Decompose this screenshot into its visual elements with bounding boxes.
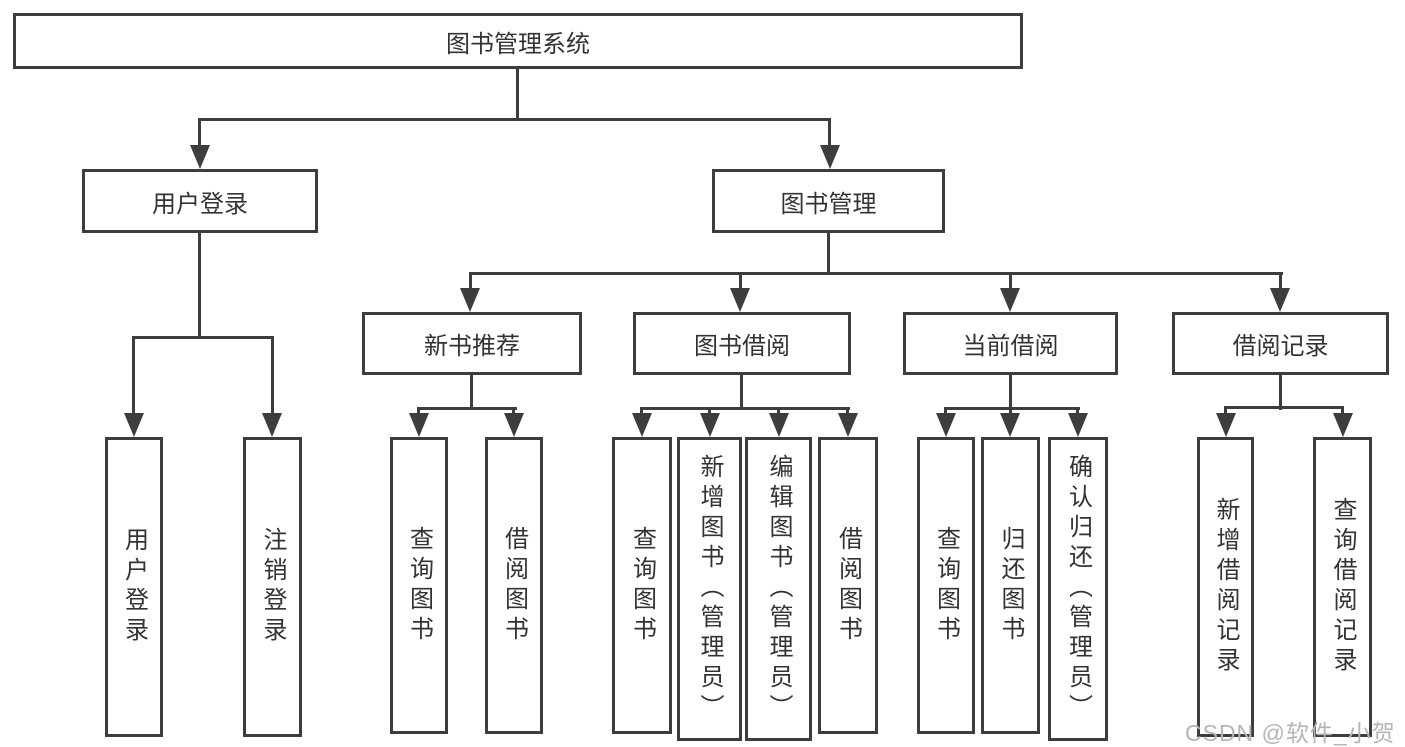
node-root-system: 图书管理系统 bbox=[13, 13, 1023, 69]
arrowhead-down-icon bbox=[1000, 288, 1020, 312]
arrowhead-down-icon bbox=[632, 413, 652, 437]
arrowhead-down-icon bbox=[1216, 413, 1236, 437]
connector-vline bbox=[1076, 407, 1079, 417]
node-leaf-user-login: 用户登录 bbox=[105, 437, 163, 737]
node-new-book-recommend: 新书推荐 bbox=[362, 312, 582, 375]
connector-vline bbox=[739, 272, 742, 292]
connector-hline bbox=[198, 118, 831, 121]
connector-vline bbox=[198, 118, 201, 148]
connector-vline bbox=[944, 407, 947, 417]
node-leaf-query-books-recommend: 查询图书 bbox=[390, 437, 448, 734]
connector-vline bbox=[1009, 407, 1012, 417]
connector-vline bbox=[1009, 375, 1012, 410]
connector-vline bbox=[516, 69, 519, 121]
node-book-management: 图书管理 bbox=[712, 169, 945, 233]
arrowhead-down-icon bbox=[1000, 413, 1020, 437]
connector-vline bbox=[708, 407, 711, 417]
connector-vline bbox=[417, 407, 420, 417]
node-current-borrow: 当前借阅 bbox=[903, 312, 1118, 375]
arrowhead-down-icon bbox=[460, 288, 480, 312]
arrowhead-down-icon bbox=[504, 413, 524, 437]
node-leaf-add-books-admin: 新增图书（管理员） bbox=[677, 437, 742, 741]
arrowhead-down-icon bbox=[124, 413, 144, 437]
connector-vline bbox=[132, 336, 135, 416]
connector-vline bbox=[1341, 406, 1344, 417]
node-book-borrow: 图书借阅 bbox=[633, 312, 851, 375]
arrowhead-down-icon bbox=[730, 288, 750, 312]
connector-vline bbox=[1224, 406, 1227, 417]
node-leaf-return-books: 归还图书 bbox=[981, 437, 1040, 734]
connector-vline bbox=[828, 118, 831, 148]
watermark: CSDN @软件_小贺同学 bbox=[1185, 720, 1396, 746]
connector-vline bbox=[1009, 272, 1012, 292]
connector-vline bbox=[1279, 375, 1282, 410]
arrowhead-down-icon bbox=[700, 413, 720, 437]
connector-hline bbox=[1224, 406, 1344, 409]
connector-vline bbox=[846, 407, 849, 417]
node-leaf-borrow-books: 借阅图书 bbox=[818, 437, 878, 734]
arrowhead-down-icon bbox=[769, 413, 789, 437]
connector-vline bbox=[470, 375, 473, 410]
node-leaf-query-books-current: 查询图书 bbox=[917, 437, 975, 734]
node-leaf-logout: 注销登录 bbox=[243, 437, 302, 737]
connector-hline bbox=[944, 407, 1080, 410]
connector-vline bbox=[512, 407, 515, 417]
connector-hline bbox=[132, 336, 274, 339]
connector-hline bbox=[469, 272, 1283, 275]
arrowhead-down-icon bbox=[820, 145, 840, 169]
connector-vline bbox=[1279, 272, 1282, 292]
connector-hline bbox=[640, 407, 850, 410]
node-leaf-query-borrow-record: 查询借阅记录 bbox=[1313, 437, 1372, 737]
arrowhead-down-icon bbox=[409, 413, 429, 437]
connector-vline bbox=[469, 272, 472, 292]
node-leaf-borrow-books-recommend: 借阅图书 bbox=[485, 437, 543, 734]
arrowhead-down-icon bbox=[838, 413, 858, 437]
connector-vline bbox=[827, 233, 830, 275]
connector-vline bbox=[271, 336, 274, 416]
node-leaf-query-books-borrow: 查询图书 bbox=[612, 437, 672, 734]
node-borrow-records: 借阅记录 bbox=[1172, 312, 1389, 375]
arrowhead-down-icon bbox=[936, 413, 956, 437]
node-leaf-add-borrow-record: 新增借阅记录 bbox=[1197, 437, 1254, 737]
connector-vline bbox=[740, 375, 743, 410]
connector-vline bbox=[777, 407, 780, 417]
arrowhead-down-icon bbox=[190, 145, 210, 169]
connector-vline bbox=[198, 233, 201, 339]
connector-hline bbox=[417, 407, 517, 410]
arrowhead-down-icon bbox=[262, 413, 282, 437]
arrowhead-down-icon bbox=[1068, 413, 1088, 437]
node-leaf-edit-books-admin: 编辑图书（管理员） bbox=[745, 437, 812, 741]
connector-vline bbox=[640, 407, 643, 417]
arrowhead-down-icon bbox=[1333, 413, 1353, 437]
arrowhead-down-icon bbox=[1270, 288, 1290, 312]
node-leaf-confirm-return-admin: 确认归还（管理员） bbox=[1048, 437, 1108, 741]
node-user-login: 用户登录 bbox=[82, 169, 318, 233]
